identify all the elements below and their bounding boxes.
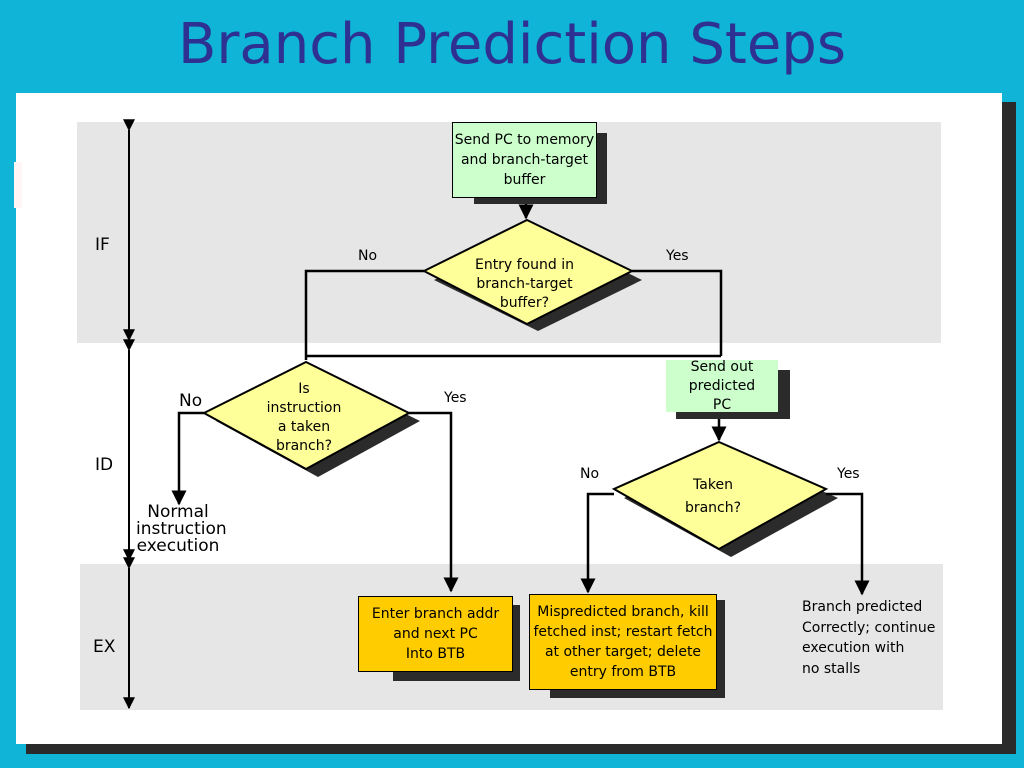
- is-taken-text: Is instruction a taken branch?: [266, 381, 342, 454]
- paper-tab-mark: [14, 162, 22, 208]
- entry-yes-label: Yes: [666, 248, 689, 264]
- stage-id-label: ID: [95, 455, 114, 475]
- edge-taken-yes: [409, 411, 459, 593]
- tb-yes-label: Yes: [837, 466, 860, 482]
- edge-entry-no: [304, 269, 424, 360]
- enter-btb-box: Enter branch addr and next PC Into BTB: [358, 596, 513, 672]
- edge-taken-no: [171, 411, 204, 506]
- correct-text: Branch predicted Correctly; continue exe…: [802, 599, 936, 677]
- taken-yes-label: Yes: [444, 390, 467, 406]
- normal-exec-text: Normal instruction execution: [136, 502, 227, 556]
- taken-no-label: No: [179, 391, 203, 411]
- edge-tb-yes: [826, 492, 870, 596]
- send-predicted-box: Send out predicted PC: [666, 359, 778, 413]
- send-pc-box: Send PC to memory and branch-target buff…: [452, 122, 597, 198]
- stage-if-label: IF: [95, 235, 110, 255]
- tb-no-label: No: [580, 466, 600, 482]
- edge-tb-no: [580, 492, 614, 594]
- entry-found-text: Entry found in branch-target buffer?: [474, 257, 575, 311]
- entry-no-label: No: [358, 248, 378, 264]
- taken-branch-diamond: [611, 440, 829, 551]
- entry-found-diamond: [421, 218, 635, 326]
- edge-entry-yes: [632, 269, 723, 356]
- slide-title: Branch Prediction Steps: [177, 12, 846, 77]
- taken-branch-text: Taken branch?: [684, 477, 742, 516]
- stage-ex-label: EX: [93, 637, 116, 657]
- is-taken-diamond: [201, 360, 412, 471]
- mispredicted-box: Mispredicted branch, kill fetched inst; …: [529, 594, 717, 690]
